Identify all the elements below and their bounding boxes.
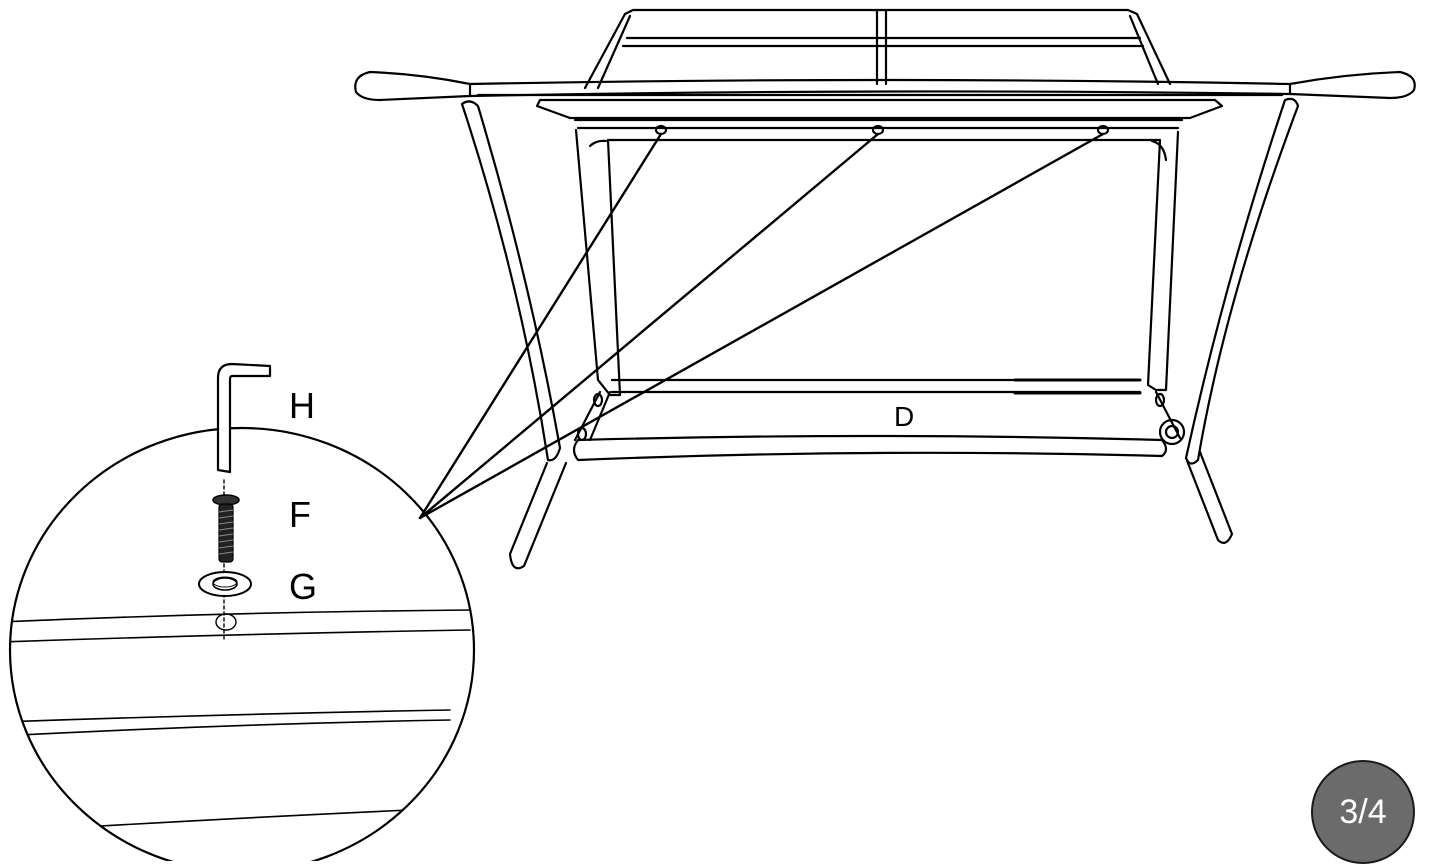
bolt-icon: [212, 494, 240, 563]
back-frame: [583, 8, 1172, 90]
label-hex-key: H: [289, 385, 315, 426]
washer-icon: [198, 571, 252, 597]
bracket-right: [1154, 392, 1186, 446]
outer-leg-left: [460, 100, 568, 570]
page-indicator: 3/4: [1311, 760, 1415, 864]
table-top: [354, 70, 1416, 130]
target-hole: [215, 613, 237, 631]
allen-key-icon: [216, 362, 272, 474]
detail-circle: [8, 426, 476, 861]
label-washer: G: [289, 566, 317, 607]
crossbar-d: [572, 390, 1182, 462]
label-bolt: F: [289, 494, 311, 535]
inner-frame: [574, 128, 1180, 397]
callout-lines: [418, 132, 1105, 520]
label-crossbar: D: [894, 401, 914, 432]
outer-leg-right: [1184, 97, 1300, 544]
